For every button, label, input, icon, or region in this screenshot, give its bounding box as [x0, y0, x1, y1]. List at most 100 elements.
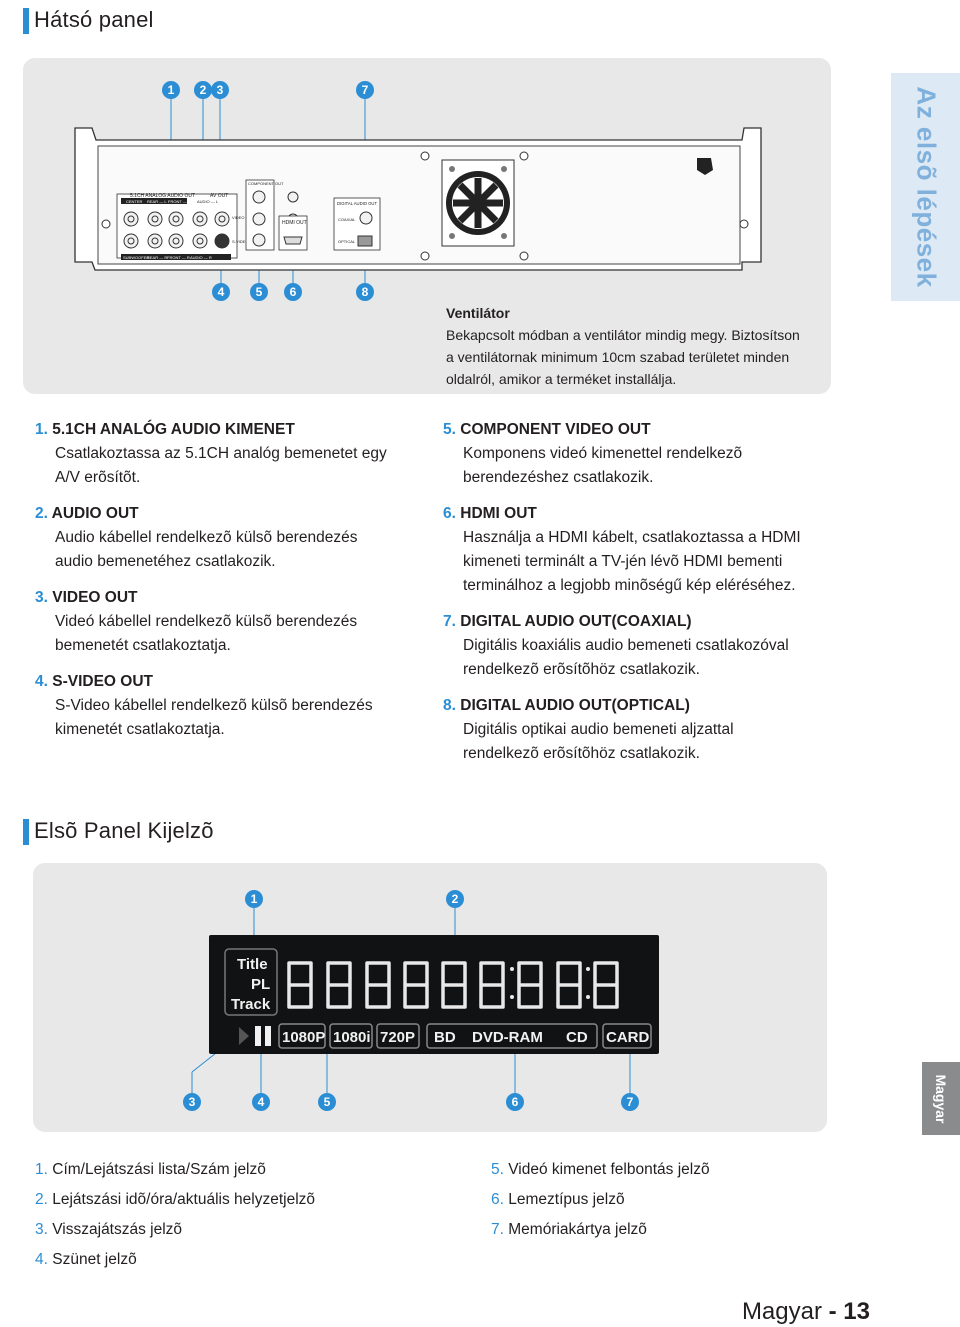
item-7-num: 7.	[443, 613, 456, 630]
item-2-line-1: Audio kábellel rendelkezõ külsõ berendez…	[55, 529, 358, 546]
legend-5-text: Videó kimenet felbontás jelzõ	[508, 1161, 710, 1178]
label-center: CENTER	[126, 199, 143, 204]
display-callout-4: 4	[252, 1093, 270, 1111]
callout-4: 4	[212, 283, 230, 301]
legend-1-num: 1.	[35, 1161, 48, 1178]
display-res-1080i: 1080i	[333, 1029, 371, 1046]
rear-items-left: 1. 5.1CH ANALÓG AUDIO KIMENET Csatlakozt…	[35, 418, 435, 754]
item-1-line-2: A/V erõsítõt.	[55, 469, 141, 486]
item-3-line-1: Videó kábellel rendelkezõ külsõ berendez…	[55, 613, 358, 630]
label-av: AV OUT	[210, 193, 228, 199]
rear-panel-title: Hátsó panel	[23, 7, 154, 34]
item-1-num: 1.	[35, 421, 48, 438]
item-6-line-2: kimeneti terminált a TV-jén lévõ HDMI be…	[463, 553, 783, 570]
label-analog: 5.1CH ANALOG AUDIO OUT	[130, 193, 195, 199]
item-5-line-2: berendezéshez csatlakozik.	[463, 469, 654, 486]
item-1-line-1: Csatlakoztassa az 5.1CH analóg bemenetet…	[55, 445, 387, 462]
rear-items-right: 5. COMPONENT VIDEO OUT Komponens videó k…	[443, 418, 863, 778]
item-2-line-2: audio bemenetéhez csatlakozik.	[55, 553, 276, 570]
item-6-line-1: Használja a HDMI kábelt, csatlakoztassa …	[463, 529, 801, 546]
legend-3-num: 3.	[35, 1221, 48, 1238]
label-svideo: S-VIDEO	[232, 239, 248, 244]
legend-4-text: Szünet jelzõ	[52, 1251, 137, 1268]
label-audio: AUDIO — L	[197, 199, 219, 204]
legend-6-text: Lemeztípus jelzõ	[508, 1191, 625, 1208]
item-2-num: 2.	[35, 505, 48, 522]
fan-note-line-1: Bekapcsolt módban a ventilátor mindig me…	[446, 327, 800, 343]
label-coaxial: COAXIAL	[338, 217, 356, 222]
display-res-1080p: 1080P	[282, 1029, 325, 1046]
item-5-line-1: Komponens videó kimenettel rendelkezõ	[463, 445, 743, 462]
label-component: COMPONENT OUT	[248, 181, 284, 186]
rear-item-6: 6. HDMI OUT Használja a HDMI kábelt, csa…	[443, 502, 863, 598]
legend-7-text: Memóriakártya jelzõ	[508, 1221, 647, 1238]
item-3-title: VIDEO OUT	[52, 589, 138, 606]
power-inlet-icon	[697, 158, 713, 175]
item-5-num: 5.	[443, 421, 456, 438]
rear-item-7: 7. DIGITAL AUDIO OUT(COAXIAL) Digitális …	[443, 610, 863, 682]
label-rear: REAR — L	[147, 199, 167, 204]
item-6-title: HDMI OUT	[460, 505, 537, 522]
legend-1-text: Cím/Lejátszási lista/Szám jelzõ	[52, 1161, 266, 1178]
footer-page-number: 13	[843, 1298, 870, 1325]
display-legend-right: 5. Videó kimenet felbontás jelzõ 6. Leme…	[491, 1155, 710, 1245]
item-6-line-3: terminálhoz a legjobb minõségű kép eléré…	[463, 577, 796, 594]
item-8-num: 8.	[443, 697, 456, 714]
legend-4-num: 4.	[35, 1251, 48, 1268]
legend-7: 7. Memóriakártya jelzõ	[491, 1215, 710, 1245]
legend-4: 4. Szünet jelzõ	[35, 1245, 315, 1275]
front-display-panel: Title PL Track 1080P 1080i 720P	[209, 935, 659, 1054]
rear-item-1: 1. 5.1CH ANALÓG AUDIO KIMENET Csatlakozt…	[35, 418, 435, 490]
item-8-title: DIGITAL AUDIO OUT(OPTICAL)	[460, 697, 690, 714]
label-front-r: FRONT — R	[167, 255, 190, 260]
legend-2-text: Lejátszási idõ/óra/aktuális helyzetjelzõ	[52, 1191, 316, 1208]
label-audio-r: AUDIO — R	[190, 255, 212, 260]
item-1-title: 5.1CH ANALÓG AUDIO KIMENET	[52, 421, 295, 438]
display-disc-bd: BD	[434, 1029, 456, 1046]
rear-item-4: 4. S-VIDEO OUT S-Video kábellel rendelke…	[35, 670, 435, 742]
display-disc-cd: CD	[566, 1029, 588, 1046]
display-callout-5: 5	[318, 1093, 336, 1111]
legend-5: 5. Videó kimenet felbontás jelzõ	[491, 1155, 710, 1185]
item-3-line-2: bemenetét csatlakoztatja.	[55, 637, 231, 654]
pause-icon	[255, 1026, 271, 1046]
callout-2: 2	[194, 81, 212, 99]
display-callout-7: 7	[621, 1093, 639, 1111]
item-2-title: AUDIO OUT	[51, 505, 139, 522]
label-rear-r: REAR — R	[147, 255, 167, 260]
play-icon	[239, 1027, 249, 1045]
rear-item-8: 8. DIGITAL AUDIO OUT(OPTICAL) Digitális …	[443, 694, 863, 766]
rear-item-3: 3. VIDEO OUT Videó kábellel rendelkezõ k…	[35, 586, 435, 658]
callout-3: 3	[211, 81, 229, 99]
legend-3: 3. Visszajátszás jelzõ	[35, 1215, 315, 1245]
item-6-num: 6.	[443, 505, 456, 522]
fan-icon	[441, 159, 515, 247]
item-8-line-1: Digitális optikai audio bemeneti aljzatt…	[463, 721, 734, 738]
label-hdmi: HDMI OUT	[282, 220, 307, 226]
display-res-720p: 720P	[380, 1029, 415, 1046]
rear-item-5: 5. COMPONENT VIDEO OUT Komponens videó k…	[443, 418, 863, 490]
callout-5: 5	[250, 283, 268, 301]
footer-lang: Magyar	[741, 1298, 822, 1325]
analog-jacks	[123, 211, 230, 249]
display-legend-left: 1. Cím/Lejátszási lista/Szám jelzõ 2. Le…	[35, 1155, 315, 1275]
device-rear-illustration: 5.1CH ANALOG AUDIO OUT CENTER REAR — L F…	[74, 99, 762, 283]
legend-2: 2. Lejátszási idõ/óra/aktuális helyzetje…	[35, 1185, 315, 1215]
label-subwoofer: SUBWOOFER	[123, 255, 149, 260]
label-video: VIDEO	[232, 215, 244, 220]
fan-note: Ventilátor Bekapcsolt módban a ventiláto…	[446, 302, 826, 390]
fan-note-title: Ventilátor	[446, 305, 510, 321]
section-side-tab: Az elsõ lépések	[891, 73, 960, 301]
item-4-line-1: S-Video kábellel rendelkezõ külsõ berend…	[55, 697, 373, 714]
screws	[101, 151, 749, 261]
legend-3-text: Visszajátszás jelzõ	[52, 1221, 183, 1238]
label-front: FRONT — L	[168, 199, 191, 204]
display-pl-label: PL	[251, 976, 270, 993]
display-callout-6: 6	[506, 1093, 524, 1111]
item-4-title: S-VIDEO OUT	[52, 673, 154, 690]
item-5-title: COMPONENT VIDEO OUT	[460, 421, 651, 438]
item-7-title: DIGITAL AUDIO OUT(COAXIAL)	[460, 613, 692, 630]
legend-2-num: 2.	[35, 1191, 48, 1208]
rear-item-2: 2. AUDIO OUT Audio kábellel rendelkezõ k…	[35, 502, 435, 574]
